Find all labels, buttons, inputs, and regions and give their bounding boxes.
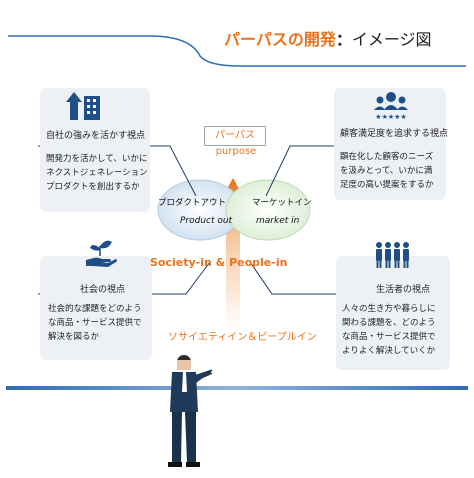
card-people-title: 生活者の視点 (376, 285, 431, 295)
presenter-figure (168, 355, 213, 467)
card-customer-body: 顕在化した顧客のニーズ を汲みとって、いかに満 足度の高い提案をするか (340, 150, 434, 192)
card-company: 自社の強みを活かす視点 開発力を活かして、いかに ネクストジェネレーション プロ… (40, 88, 150, 212)
card-company-line: プロダクトを創出するか (46, 182, 140, 192)
card-customer-line: 足度の高い提案をするか (340, 180, 434, 190)
card-people-line: 関わる課題を、どのよう (342, 318, 436, 328)
society-in-label-en: Society-in & People-in (150, 256, 288, 269)
card-society-line: な商品・サービス提供で (48, 318, 142, 328)
purpose-label-box: パーパス (204, 126, 266, 146)
top-curve-line (8, 35, 466, 67)
card-people-body: 人々の生き方や暮らしに 関わる課題を、どのよう な商品・サービス提供で よりよく… (342, 302, 436, 358)
bottom-band (6, 386, 468, 390)
card-customer-title: 顧客満足度を追求する視点 (340, 129, 449, 139)
circle-market-in (225, 179, 311, 241)
group-of-people-icon (376, 242, 409, 268)
card-society: 社会の視点 社会的な課題をどのよう な商品・サービス提供で 解決を図るか (40, 240, 152, 360)
card-customer: ★★★★★ 顧客満足度を追求する視点 顕在化した顧客のニーズ を汲みとって、いか… (334, 88, 449, 200)
card-people-line: 人々の生き方や暮らしに (342, 304, 436, 314)
customer-rating-stars-icon: ★★★★★ (374, 92, 408, 120)
purpose-label-en: purpose (215, 146, 257, 157)
society-in-label-jp: ソサイエティイン＆ピープルイン (168, 332, 317, 343)
market-in-label-en: market in (256, 216, 300, 226)
building-growth-arrow-icon (66, 92, 100, 120)
card-society-body: 社会的な課題をどのよう な商品・サービス提供で 解決を図るか (48, 302, 142, 344)
card-company-line: 開発力を活かして、いかに (46, 154, 148, 164)
card-society-line: 解決を図るか (48, 332, 100, 342)
card-people-line: な商品・サービス提供で (342, 332, 436, 342)
card-customer-line: 顕在化した顧客のニーズ (340, 152, 434, 162)
product-out-label-en: Product out (180, 216, 233, 226)
card-customer-line: を汲みとって、いかに満 (340, 166, 433, 176)
page-title: パーパスの開発：イメージ図 (224, 26, 432, 50)
center-arrow (218, 178, 248, 330)
card-people: 生活者の視点 人々の生き方や暮らしに 関わる課題を、どのよう な商品・サービス提… (336, 242, 450, 370)
title-main: パーパスの開発 (224, 30, 336, 49)
card-society-line: 社会的な課題をどのよう (48, 304, 142, 314)
card-company-line: ネクストジェネレーション (46, 168, 148, 178)
card-company-body: 開発力を活かして、いかに ネクストジェネレーション プロダクトを創出するか (46, 152, 148, 194)
hand-with-plant-icon (86, 240, 117, 267)
card-society-title: 社会の視点 (80, 285, 126, 295)
product-out-label-jp: プロダクトアウト (158, 198, 227, 208)
title-separator: ： (335, 30, 352, 49)
title-sub: イメージ図 (351, 30, 432, 49)
market-in-label-jp: マーケットイン (252, 198, 312, 208)
svg-text:★★★★★: ★★★★★ (375, 113, 406, 120)
card-company-title: 自社の強みを活かす視点 (46, 131, 146, 141)
card-people-line: よりよく解決していくか (342, 346, 436, 356)
